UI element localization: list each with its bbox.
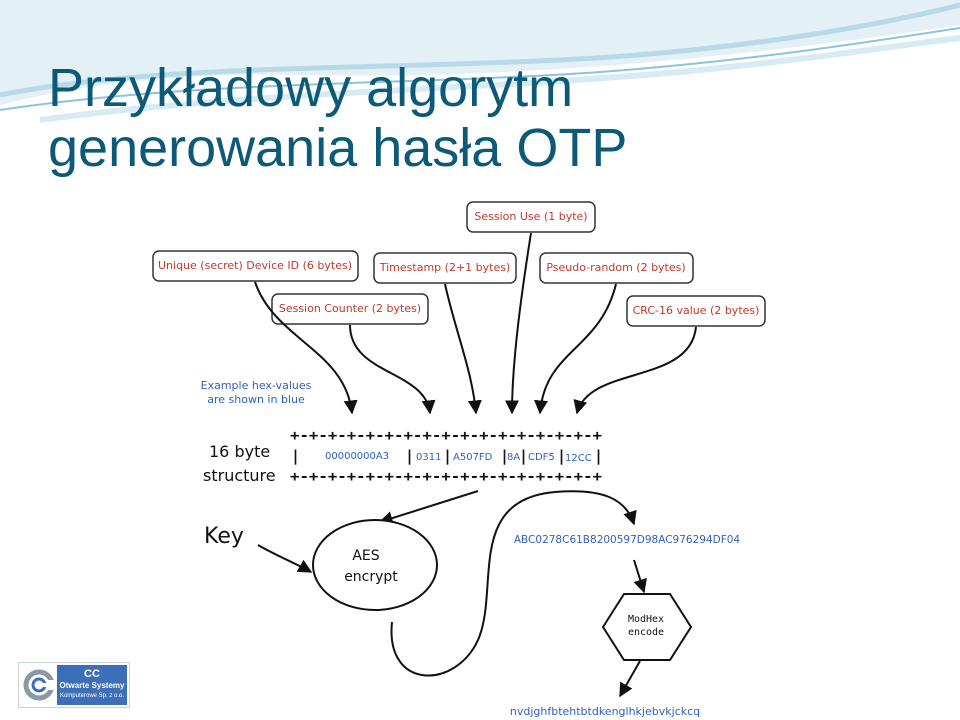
slide-title: Przykładowy algorytm generowania hasła O… bbox=[48, 58, 627, 178]
crc-arrow bbox=[573, 326, 697, 415]
structure-separator-3: | bbox=[500, 447, 509, 466]
pseudo-random-label: Pseudo-random (2 bytes) bbox=[546, 261, 685, 274]
session-use-label-box bbox=[466, 201, 596, 233]
hex-session-use: 8A bbox=[507, 452, 520, 463]
logo-cc: CC bbox=[84, 668, 100, 680]
structure-to-aes-arrow bbox=[378, 490, 479, 525]
device-id-label-box bbox=[152, 250, 359, 282]
aes-label-line1: AES bbox=[352, 548, 379, 564]
key-arrow bbox=[257, 544, 313, 573]
structure-separator-2: | bbox=[443, 447, 452, 466]
modhex-label-line2: encode bbox=[628, 627, 664, 638]
session-use-arrow bbox=[505, 232, 532, 415]
device-id-label: Unique (secret) Device ID (6 bytes) bbox=[158, 259, 352, 272]
logo-line2: Otwarte Systemy bbox=[59, 681, 125, 690]
hex-crc: 12CC bbox=[565, 453, 592, 464]
encrypted-to-modhex-arrow bbox=[633, 559, 647, 594]
aes-to-encrypted-arrow bbox=[390, 490, 637, 677]
structure-separator-5: | bbox=[557, 447, 566, 466]
key-label: Key bbox=[204, 524, 244, 549]
device-id-arrow bbox=[254, 281, 358, 415]
modhex-to-output-arrow bbox=[619, 660, 641, 698]
structure-bottom-border: +-+-+-+-+-+-+-+-+-+-+-+-+-+-+-+-+ bbox=[290, 469, 602, 485]
structure-separator-left: | bbox=[291, 447, 300, 466]
crc-label-box bbox=[626, 295, 766, 327]
structure-label-line1: 16 byte bbox=[209, 442, 270, 461]
structure-label-line2: structure bbox=[203, 466, 276, 485]
encrypted-output: ABC0278C61B8200597D98AC976294DF04 bbox=[514, 534, 741, 546]
modhex-label-line1: ModHex bbox=[628, 614, 664, 625]
otp-output: nvdjghfbtehtbtdkenglhkjebvkjckcq bbox=[510, 705, 700, 718]
structure-separator-4: | bbox=[519, 447, 528, 466]
otp-diagram: Session Use (1 byte) Unique (secret) Dev… bbox=[140, 185, 776, 720]
slide-title-line1: Przykładowy algorytm bbox=[48, 58, 574, 118]
crc-label: CRC-16 value (2 bytes) bbox=[633, 304, 760, 317]
hex-device-id: 00000000A3 bbox=[325, 451, 389, 462]
timestamp-arrow bbox=[444, 283, 482, 415]
modhex-encode-node bbox=[601, 593, 693, 661]
timestamp-label-box bbox=[373, 252, 517, 284]
hex-random: CDF5 bbox=[528, 452, 555, 463]
session-counter-arrow bbox=[349, 324, 436, 415]
logo-text-box: CC Otwarte Systemy Komputerowe Sp. z o.o… bbox=[57, 665, 127, 705]
logo-mark-icon bbox=[23, 669, 56, 701]
company-logo: CC Otwarte Systemy Komputerowe Sp. z o.o… bbox=[18, 662, 130, 708]
hex-note-line2: are shown in blue bbox=[207, 393, 305, 406]
session-counter-label: Session Counter (2 bytes) bbox=[279, 302, 421, 315]
slide-title-line2: generowania hasła OTP bbox=[48, 118, 628, 178]
structure-top-border: +-+-+-+-+-+-+-+-+-+-+-+-+-+-+-+-+ bbox=[290, 428, 602, 444]
session-use-label: Session Use (1 byte) bbox=[474, 210, 587, 223]
timestamp-label: Timestamp (2+1 bytes) bbox=[379, 261, 511, 274]
aes-encrypt-node bbox=[312, 519, 438, 611]
hex-counter: 0311 bbox=[416, 452, 441, 463]
pseudo-random-arrow bbox=[534, 283, 617, 415]
hex-timestamp: A507FD bbox=[453, 452, 493, 463]
logo-line3: Komputerowe Sp. z o.o. bbox=[59, 693, 125, 699]
structure-separator-right: | bbox=[594, 447, 603, 466]
hex-note-line1: Example hex-values bbox=[201, 379, 312, 392]
header-swoosh-decoration bbox=[0, 0, 960, 123]
structure-separator-1: | bbox=[405, 447, 414, 466]
pseudo-random-label-box bbox=[539, 252, 694, 284]
aes-label-line2: encrypt bbox=[344, 569, 398, 585]
session-counter-label-box bbox=[271, 293, 429, 325]
